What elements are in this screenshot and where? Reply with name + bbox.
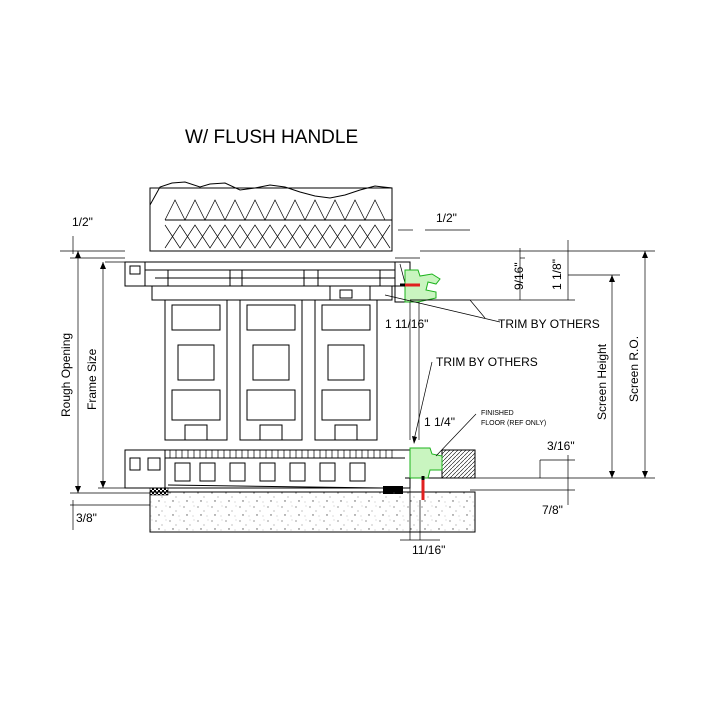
note-finished-floor-1: FINISHED <box>481 410 514 417</box>
label-rough-opening: Rough Opening <box>59 333 73 417</box>
dim-half-right: 1/2" <box>436 211 457 225</box>
dim-seven-eighths: 7/8" <box>542 503 563 517</box>
dim-one-eleven-sixteenths: 1 11/16" <box>385 317 428 331</box>
header-framing <box>149 181 393 252</box>
dim-half-left: 1/2" <box>72 215 93 229</box>
concrete-slab <box>149 491 476 533</box>
drawing-title: W/ FLUSH HANDLE <box>185 127 358 148</box>
dim-three-sixteenths: 3/16" <box>547 439 575 453</box>
note-trim-lower: TRIM BY OTHERS <box>436 355 538 369</box>
dim-nine-sixteenths: 9/16" <box>512 262 526 290</box>
dim-three-eighths: 3/8" <box>76 511 97 525</box>
label-screen-ro: Screen R.O. <box>627 336 641 402</box>
sash-panels <box>164 299 378 441</box>
dim-one-quarter: 1 1/4" <box>424 415 455 429</box>
head-frame <box>124 261 411 303</box>
left-dimension-lines <box>60 236 150 530</box>
right-dimension-lines <box>395 229 655 541</box>
dim-eleven-sixteenths: 11/16" <box>412 543 445 557</box>
note-trim-upper: TRIM BY OTHERS <box>498 317 600 331</box>
sill-frame <box>124 449 411 496</box>
label-screen-height: Screen Height <box>595 343 609 420</box>
leader-lines <box>384 294 501 457</box>
finished-floor <box>405 449 476 479</box>
upper-trim <box>404 269 441 303</box>
lower-trim <box>409 447 443 479</box>
note-finished-floor-2: FLOOR (REF ONLY) <box>481 420 546 427</box>
label-frame-size: Frame Size <box>85 348 99 410</box>
dim-one-eighth: 1 1/8" <box>550 259 564 290</box>
